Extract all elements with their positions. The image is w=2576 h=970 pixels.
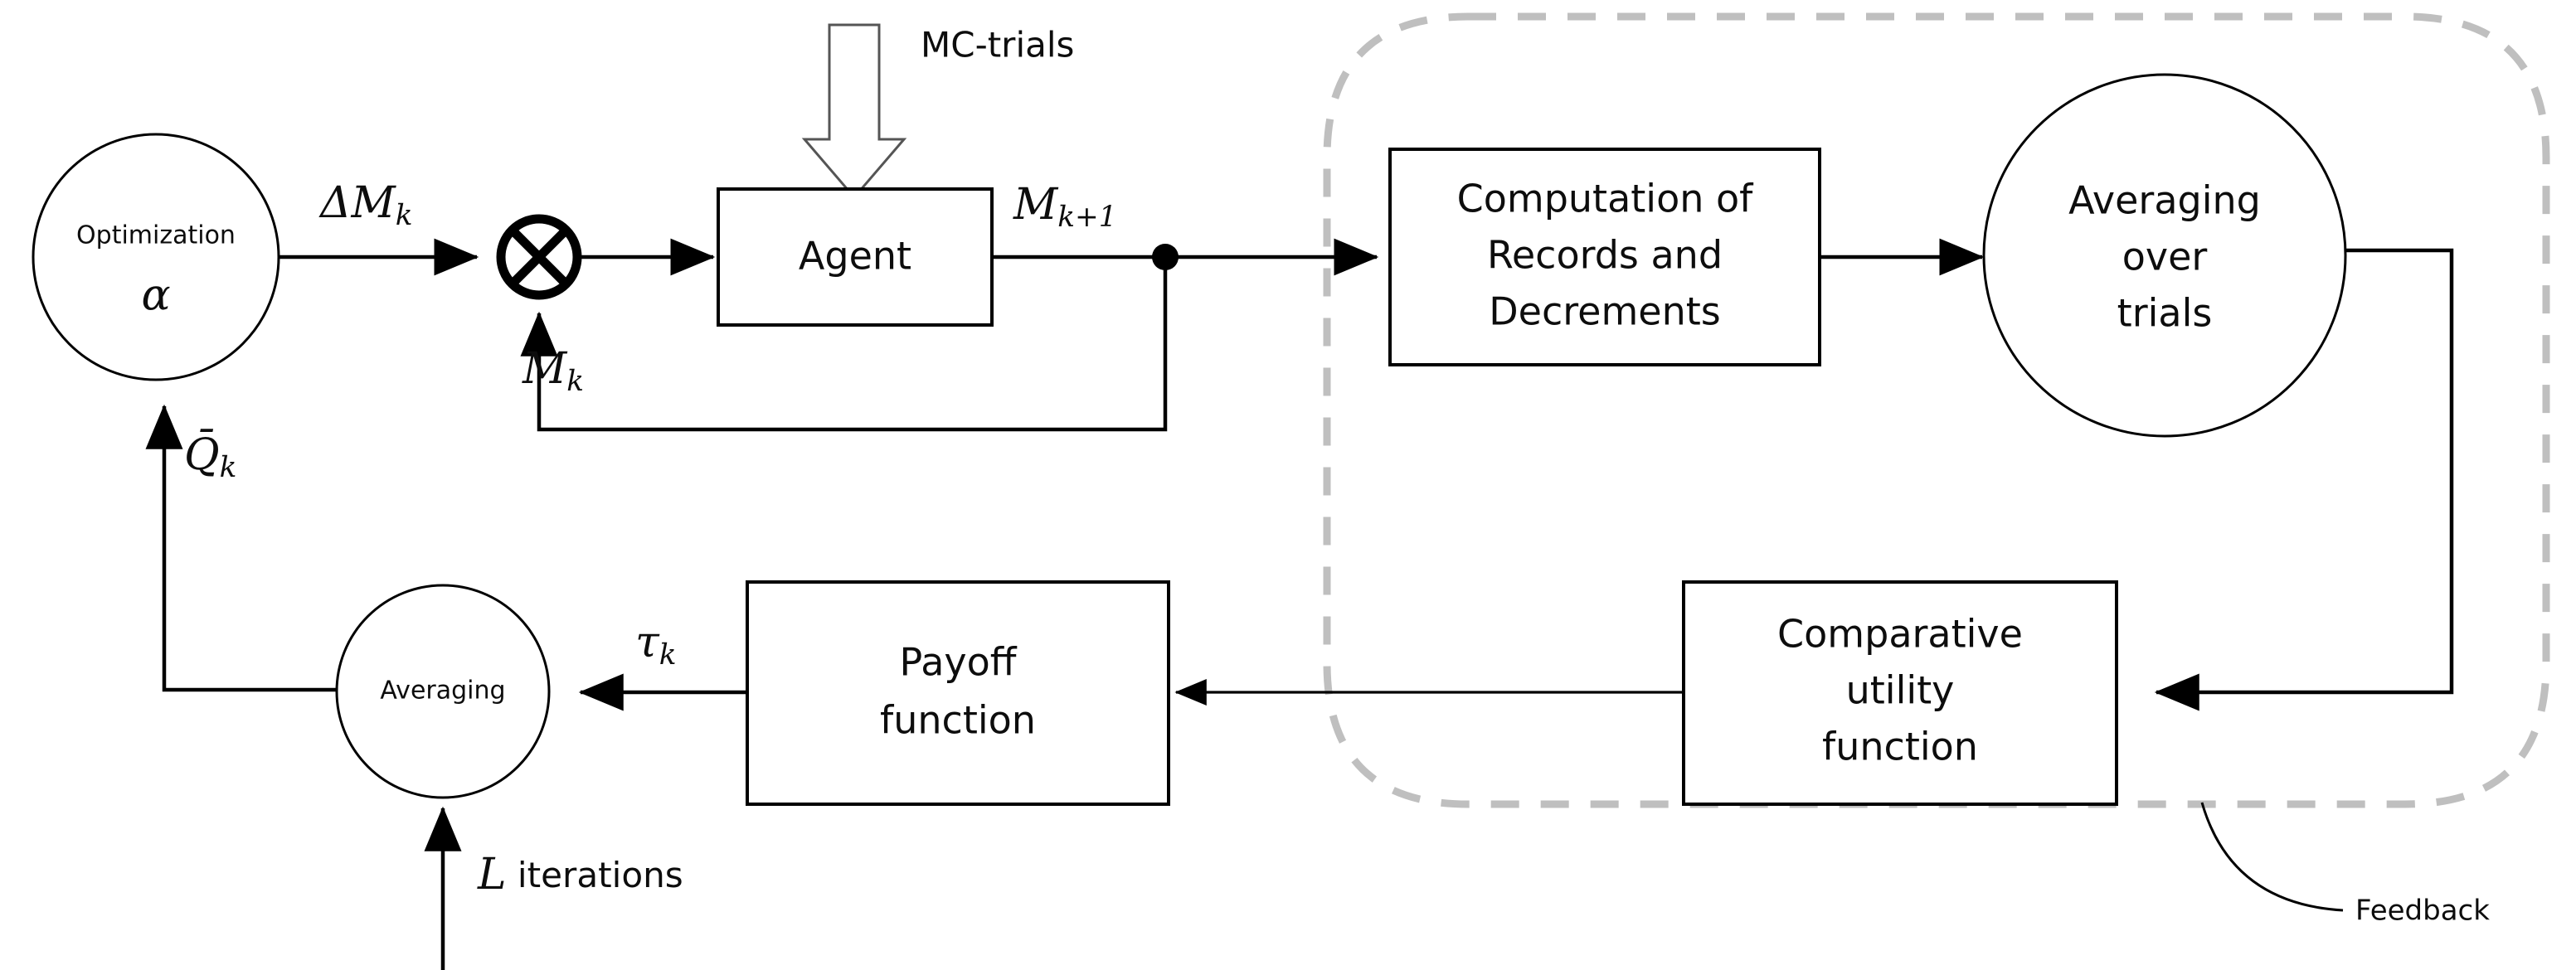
computation-label-line1: Computation of	[1457, 177, 1755, 221]
wire-averaging-trials-to-comparative-utility	[2154, 248, 2454, 711]
label-l-iterations: L iterations	[477, 850, 683, 900]
wire-mk-feedback	[520, 257, 1168, 432]
label-delta-m-k: ΔMk	[318, 178, 413, 233]
label-m-k: Mk	[522, 344, 584, 399]
feedback-leader-line	[2200, 802, 2344, 912]
comparative-utility-block[interactable]	[1682, 580, 2118, 806]
averaging-trials-label-line2: over	[2122, 235, 2208, 279]
agent-block[interactable]	[717, 187, 994, 327]
optimization-label-alpha: α	[141, 271, 170, 321]
optimization-circle[interactable]	[32, 133, 280, 381]
agent-label: Agent	[799, 234, 911, 279]
label-l-iterations-text: iterations	[507, 855, 683, 895]
averaging-over-trials-circle[interactable]	[1982, 73, 2347, 438]
comparative-utility-label-line2: utility	[1846, 668, 1955, 713]
computation-label-line3: Decrements	[1489, 289, 1720, 334]
label-tau-k: τk	[635, 618, 677, 672]
comparative-utility-label-line1: Comparative	[1777, 612, 2023, 657]
feedback-boundary-dashed	[1323, 12, 2550, 808]
wire-averaging-to-optimization	[145, 404, 337, 692]
payoff-function-block[interactable]	[746, 580, 1170, 806]
computation-label-line2: Records and	[1487, 233, 1723, 278]
sum-junction-x-stroke-2	[511, 229, 567, 285]
mc-trials-label: MC-trials	[921, 25, 1074, 65]
comparative-utility-label-line3: function	[1822, 725, 1978, 769]
signal-junction-dot	[1152, 244, 1179, 270]
payoff-label-line2: function	[880, 698, 1036, 743]
label-m-k-plus-1: Mk+1	[1013, 180, 1117, 235]
averaging-trials-label-line3: trials	[2117, 291, 2213, 336]
feedback-label: Feedback	[2355, 895, 2490, 928]
mc-trials-block-arrow-icon	[801, 23, 907, 200]
payoff-label-line1: Payoff	[900, 640, 1018, 685]
optimization-label-line1: Optimization	[76, 221, 236, 250]
label-q-bar-k: Q̄k	[184, 429, 236, 484]
averaging-trials-label-line1: Averaging	[2068, 178, 2261, 223]
averaging-label: Averaging	[380, 677, 505, 706]
